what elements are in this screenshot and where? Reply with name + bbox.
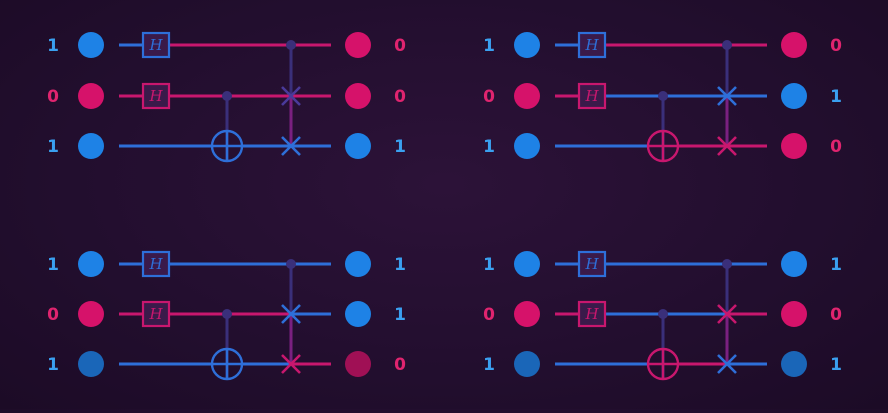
swap-cross [717, 354, 737, 374]
input-qubit [78, 351, 104, 377]
hadamard-gate [577, 250, 607, 278]
cnot-control-dot [658, 91, 668, 101]
hadamard-gate [141, 300, 171, 328]
hadamard-gate-label: H [584, 36, 599, 54]
fredkin-control-dot [286, 40, 296, 50]
output-qubit [345, 133, 371, 159]
circuit-bottom-right: H H 1 0 1 1 0 1 [483, 250, 842, 381]
cnot-control-dot [658, 309, 668, 319]
swap-cross [281, 136, 301, 156]
hadamard-gate [577, 82, 607, 110]
output-label: 0 [394, 87, 406, 107]
swap-cross [717, 86, 737, 106]
output-qubit [345, 301, 371, 327]
input-qubit [514, 83, 540, 109]
cnot-control-dot [222, 309, 232, 319]
swap-cross [281, 304, 301, 324]
cnot-control-dot [222, 91, 232, 101]
input-label: 1 [47, 137, 59, 157]
output-label: 1 [394, 305, 406, 325]
input-label: 1 [483, 36, 495, 56]
input-qubit [514, 251, 540, 277]
output-qubit [781, 133, 807, 159]
hadamard-gate [141, 82, 171, 110]
input-label: 1 [47, 355, 59, 375]
input-label: 0 [483, 87, 495, 107]
hadamard-gate [141, 31, 171, 59]
output-qubit [781, 83, 807, 109]
output-qubit [781, 351, 807, 377]
output-qubit [781, 301, 807, 327]
output-label: 1 [830, 355, 842, 375]
fredkin-control-dot [722, 40, 732, 50]
input-label: 0 [47, 87, 59, 107]
output-label: 0 [394, 355, 406, 375]
hadamard-gate-label: H [148, 87, 163, 105]
input-qubit [78, 301, 104, 327]
input-qubit [78, 133, 104, 159]
output-label: 1 [830, 87, 842, 107]
hadamard-gate-label: H [148, 255, 163, 273]
input-qubit [78, 83, 104, 109]
output-qubit [345, 32, 371, 58]
input-label: 0 [483, 305, 495, 325]
input-qubit [514, 32, 540, 58]
hadamard-gate-label: H [148, 305, 163, 323]
output-qubit [781, 251, 807, 277]
output-qubit [781, 32, 807, 58]
circuit-top-left: H H 1 0 1 0 0 1 [47, 31, 406, 163]
fredkin-control-dot [286, 259, 296, 269]
hadamard-gate-label: H [584, 305, 599, 323]
output-label: 1 [394, 137, 406, 157]
circuit-top-right: H H 1 0 1 0 1 0 [483, 31, 842, 163]
hadamard-gate [577, 31, 607, 59]
hadamard-gate [141, 250, 171, 278]
input-qubit [514, 133, 540, 159]
output-label: 0 [830, 305, 842, 325]
output-qubit [345, 351, 371, 377]
hadamard-gate-label: H [584, 87, 599, 105]
input-qubit [514, 301, 540, 327]
input-label: 1 [47, 255, 59, 275]
output-label: 0 [394, 36, 406, 56]
input-qubit [514, 351, 540, 377]
output-label: 1 [394, 255, 406, 275]
output-label: 0 [830, 36, 842, 56]
hadamard-gate-label: H [584, 255, 599, 273]
output-label: 1 [830, 255, 842, 275]
input-label: 1 [483, 355, 495, 375]
swap-cross [717, 304, 737, 324]
input-label: 0 [47, 305, 59, 325]
swap-cross [281, 86, 301, 106]
fredkin-control-dot [722, 259, 732, 269]
input-qubit [78, 32, 104, 58]
output-label: 0 [830, 137, 842, 157]
hadamard-gate [577, 300, 607, 328]
output-qubit [345, 251, 371, 277]
input-qubit [78, 251, 104, 277]
input-label: 1 [483, 137, 495, 157]
hadamard-gate-label: H [148, 36, 163, 54]
swap-cross [717, 136, 737, 156]
input-label: 1 [47, 36, 59, 56]
swap-cross [281, 354, 301, 374]
output-qubit [345, 83, 371, 109]
circuit-bottom-left: H H 1 0 1 1 1 0 [47, 250, 406, 381]
input-label: 1 [483, 255, 495, 275]
